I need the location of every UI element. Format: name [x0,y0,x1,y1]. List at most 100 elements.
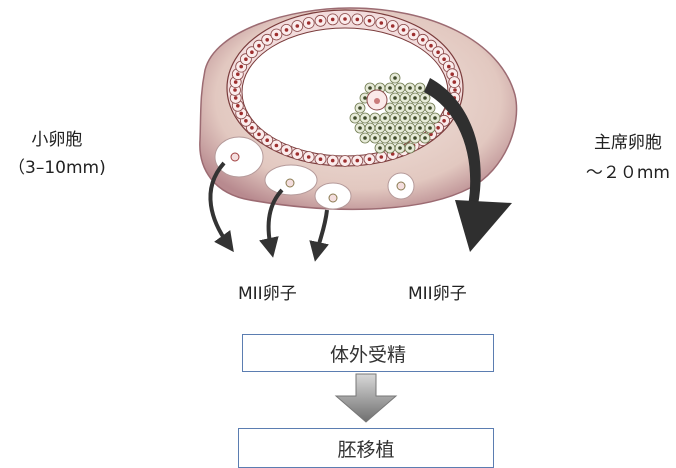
cumulus-cell-nucleus [403,96,407,100]
granulosa-cell-nucleus [250,50,254,54]
cumulus-cell-nucleus [378,146,382,150]
small-follicle-label-line2: （3–10mm) [8,158,106,178]
granulosa-cell-nucleus [295,152,300,156]
granulosa-cell-nucleus [233,80,238,84]
cumulus-cell-nucleus [353,116,357,120]
cumulus-cell-nucleus [408,106,412,110]
small-follicle-2 [264,164,318,196]
cumulus-cell-nucleus [403,116,407,120]
dominant-oocyte-nucleus [374,98,380,104]
retrieval-arrow-2 [259,188,284,258]
cumulus-cell-nucleus [373,116,377,120]
granulosa-cell-nucleus [442,119,446,123]
cumulus-cell-nucleus [358,126,362,130]
cumulus-cell-nucleus [403,136,407,140]
cumulus-cell-nucleus [388,86,392,90]
granulosa-cell-nucleus [401,28,406,32]
cumulus-cell-nucleus [413,96,417,100]
embryo-transfer-step-label: 胚移植 [337,438,395,461]
mii-egg-label-right: MII卵子 [408,284,467,304]
granulosa-cell-nucleus [390,152,395,156]
granulosa-cell-nucleus [379,21,384,25]
small-follicle-4 [387,172,415,200]
process-down-arrow [334,373,398,423]
cumulus-cell-nucleus [408,126,412,130]
cumulus-cell-nucleus [398,146,402,150]
granulosa-cell-nucleus [306,155,311,159]
cumulus-cell-nucleus [428,106,432,110]
granulosa-cell-nucleus [257,43,261,48]
cumulus-cell-nucleus [413,116,417,120]
granulosa-cell-nucleus [274,143,279,148]
cumulus-cell-nucleus [398,126,402,130]
granulosa-cell-nucleus [233,96,238,100]
cumulus-cell-nucleus [428,126,432,130]
granulosa-cell-nucleus [450,72,455,76]
cumulus-cell-nucleus [418,126,422,130]
cumulus-cell-nucleus [423,116,427,120]
granulosa-cell-nucleus [355,158,360,163]
granulosa-cell-nucleus [284,28,289,32]
granulosa-cell-nucleus [343,159,347,163]
cumulus-cell-nucleus [393,96,397,100]
cumulus-cell-nucleus [398,86,402,90]
small-follicle-3 [314,182,352,210]
granulosa-cell-nucleus [318,19,323,23]
granulosa-cell-nucleus [367,19,372,23]
cumulus-cell-nucleus [398,106,402,110]
mii-egg-label-left: MII卵子 [238,284,297,304]
small-follicle-label-line1: 小卵胞 [31,130,83,150]
granulosa-cell-nucleus [244,119,248,123]
cumulus-cell-nucleus [368,126,372,130]
granulosa-cell-nucleus [442,57,446,61]
granulosa-cell-nucleus [250,126,254,130]
dominant-retrieval-arrow [424,78,481,206]
cumulus-cell-nucleus [363,136,367,140]
granulosa-cell-nucleus [343,17,347,21]
cumulus-cell-nucleus [378,126,382,130]
cumulus-cell-nucleus [358,106,362,110]
cumulus-cell-nucleus [388,146,392,150]
ivf-step-box: 体外受精 [242,334,494,372]
granulosa-cell-nucleus [239,111,243,116]
cumulus-cells [349,72,441,154]
granulosa-cells [229,13,461,167]
cumulus-cell-nucleus [383,116,387,120]
retrieval-arrow-1 [208,161,234,253]
granulosa-cell-nucleus [295,24,300,28]
granulosa-cell-nucleus [265,38,270,42]
embryo-transfer-step-box: 胚移植 [238,428,494,468]
granulosa-cell-nucleus [330,17,335,22]
cumulus-cell-nucleus [373,136,377,140]
granulosa-cell-nucleus [452,80,457,84]
cumulus-cell-nucleus [423,96,427,100]
granulosa-cell-nucleus [239,64,243,69]
cumulus-cell-nucleus [408,146,412,150]
retrieval-arrow-3 [309,209,329,262]
granulosa-cell-nucleus [330,158,335,163]
granulosa-cell-nucleus [236,72,240,76]
granulosa-cell-nucleus [233,88,237,92]
cumulus-cell-nucleus [388,126,392,130]
granulosa-cell-nucleus [236,104,240,108]
granulosa-cell-nucleus [436,50,440,54]
cumulus-cell-nucleus [383,136,387,140]
cumulus-cell-nucleus [418,106,422,110]
granulosa-cell-nucleus [447,64,451,69]
granulosa-cell-nucleus [318,157,323,161]
cumulus-cell-nucleus [368,86,372,90]
dominant-follicle-label-line2: ～２０mm [585,163,670,183]
dominant-follicle-label: 主席卵胞 ～２０mm [586,128,670,188]
dominant-retrieval-arrowhead [455,200,512,252]
cumulus-cell-nucleus [378,86,382,90]
granulosa-cell-nucleus [244,57,248,61]
small-follicle-label: 小卵胞 （3–10mm) [8,126,106,182]
granulosa-cell-nucleus [257,132,261,137]
granulosa-cell-nucleus [355,17,360,22]
ivf-step-label: 体外受精 [329,343,406,366]
cumulus-cell-nucleus [433,116,437,120]
cumulus-cell-nucleus [393,136,397,140]
cumulus-cell-nucleus [408,86,412,90]
granulosa-cell-nucleus [379,155,384,159]
